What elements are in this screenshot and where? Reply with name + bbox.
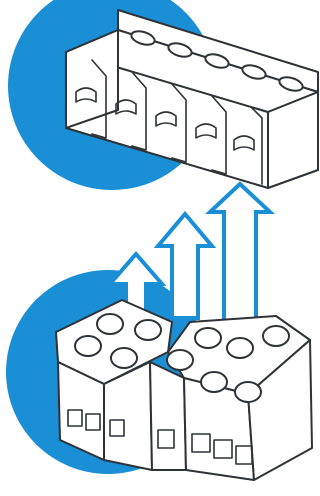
- arrow-up-right-icon: [210, 184, 270, 336]
